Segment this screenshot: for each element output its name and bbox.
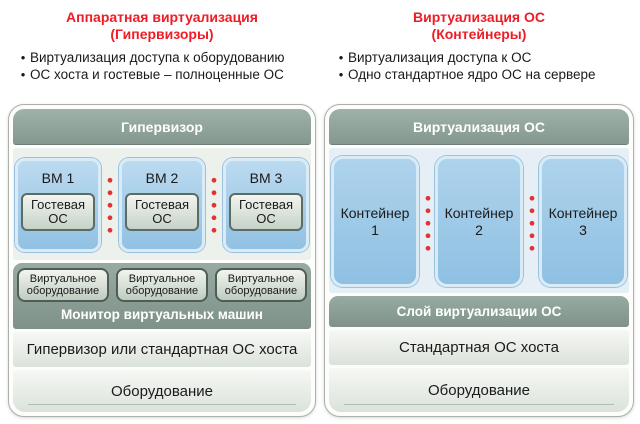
vm-label: ВМ 1 bbox=[41, 170, 75, 186]
container-box-1: Контейнер 1 bbox=[331, 156, 419, 287]
os-virtualization-header-bar: Виртуализация ОС bbox=[329, 109, 629, 145]
container-number: 2 bbox=[475, 221, 483, 238]
right-bullet-list: • Виртуализация доступа к ОС • Одно стан… bbox=[324, 50, 634, 83]
vm-area: ВМ 1 Гостевая ОС ВМ 2 Гостевая ОС ВМ 3 Г… bbox=[13, 148, 311, 260]
bullet-icon: • bbox=[20, 50, 26, 65]
left-column-heading: Аппаратная виртуализация (Гипервизоры) •… bbox=[8, 0, 316, 83]
hardware-label: Оборудование bbox=[427, 381, 531, 399]
hypervisor-header-bar: Гипервизор bbox=[13, 109, 311, 145]
vm-monitor-label: Монитор виртуальных машин bbox=[61, 307, 263, 322]
right-title: Виртуализация ОС (Контейнеры) bbox=[324, 9, 634, 43]
vm-label: ВМ 2 bbox=[145, 170, 179, 186]
container-label: Контейнер bbox=[548, 204, 618, 221]
guest-os-box: Гостевая ОС bbox=[125, 193, 199, 231]
vm-monitor-band: Виртуальное оборудование Виртуальное обо… bbox=[13, 263, 311, 329]
container-number: 1 bbox=[371, 221, 379, 238]
red-dotted-separator bbox=[107, 174, 113, 236]
right-title-line2: (Контейнеры) bbox=[431, 26, 527, 42]
hypervisor-panel: Гипервизор ВМ 1 Гостевая ОС ВМ 2 Гостева… bbox=[8, 104, 316, 417]
container-label: Контейнер bbox=[444, 204, 514, 221]
left-bullet-list: • Виртуализация доступа к оборудованию •… bbox=[8, 50, 316, 83]
virtual-hardware-box: Виртуальное оборудование bbox=[215, 268, 307, 302]
guest-os-box: Гостевая ОС bbox=[21, 193, 95, 231]
virtual-hardware-box: Виртуальное оборудование bbox=[17, 268, 109, 302]
red-dotted-separator bbox=[425, 192, 431, 254]
red-dotted-separator bbox=[529, 192, 535, 254]
os-virtualization-layer-band: Слой виртуализации ОС bbox=[329, 296, 629, 327]
bullet-text: ОС хоста и гостевые – полноценные ОС bbox=[30, 66, 284, 82]
bullet-text: Виртуализация доступа к оборудованию bbox=[30, 50, 285, 65]
container-area: Контейнер 1 Контейнер 2 Контейнер 3 bbox=[329, 148, 629, 293]
vm-box-1: ВМ 1 Гостевая ОС bbox=[15, 158, 101, 252]
os-virtualization-panel: Виртуализация ОС Контейнер 1 Контейнер 2… bbox=[324, 104, 634, 417]
container-number: 3 bbox=[579, 221, 587, 238]
hardware-band: Оборудование bbox=[329, 368, 629, 412]
bullet-icon: • bbox=[20, 66, 26, 82]
list-item: • Виртуализация доступа к оборудованию bbox=[16, 50, 316, 67]
vm-box-2: ВМ 2 Гостевая ОС bbox=[119, 158, 205, 252]
container-box-2: Контейнер 2 bbox=[435, 156, 523, 287]
left-title-line1: Аппаратная виртуализация bbox=[66, 9, 258, 25]
bullet-icon: • bbox=[338, 66, 344, 82]
divider-line bbox=[344, 404, 614, 405]
left-title-line2: (Гипервизоры) bbox=[110, 26, 214, 42]
virtual-hardware-box: Виртуальное оборудование bbox=[116, 268, 208, 302]
right-column-heading: Виртуализация ОС (Контейнеры) • Виртуали… bbox=[324, 0, 634, 83]
right-title-line1: Виртуализация ОС bbox=[412, 9, 545, 25]
vm-label: ВМ 3 bbox=[249, 170, 283, 186]
divider-line bbox=[28, 404, 296, 405]
host-layer-band: Гипервизор или стандартная ОС хоста bbox=[13, 332, 311, 367]
bullet-text: Виртуализация доступа к ОС bbox=[348, 50, 532, 65]
hardware-label: Оборудование bbox=[110, 382, 214, 400]
vm-box-3: ВМ 3 Гостевая ОС bbox=[223, 158, 309, 252]
bullet-icon: • bbox=[338, 50, 344, 65]
bullet-text: Одно стандартное ядро ОС на сервере bbox=[348, 66, 596, 82]
list-item: • Одно стандартное ядро ОС на сервере bbox=[334, 67, 634, 84]
list-item: • Виртуализация доступа к ОС bbox=[334, 50, 634, 67]
list-item: • ОС хоста и гостевые – полноценные ОС bbox=[16, 67, 316, 84]
virtual-hardware-row: Виртуальное оборудование Виртуальное обо… bbox=[17, 268, 307, 302]
guest-os-box: Гостевая ОС bbox=[229, 193, 303, 231]
host-os-band: Стандартная ОС хоста bbox=[329, 330, 629, 365]
hardware-band: Оборудование bbox=[13, 370, 311, 412]
container-label: Контейнер bbox=[340, 204, 410, 221]
left-title: Аппаратная виртуализация (Гипервизоры) bbox=[8, 9, 316, 43]
red-dotted-separator bbox=[211, 174, 217, 236]
container-box-3: Контейнер 3 bbox=[539, 156, 627, 287]
